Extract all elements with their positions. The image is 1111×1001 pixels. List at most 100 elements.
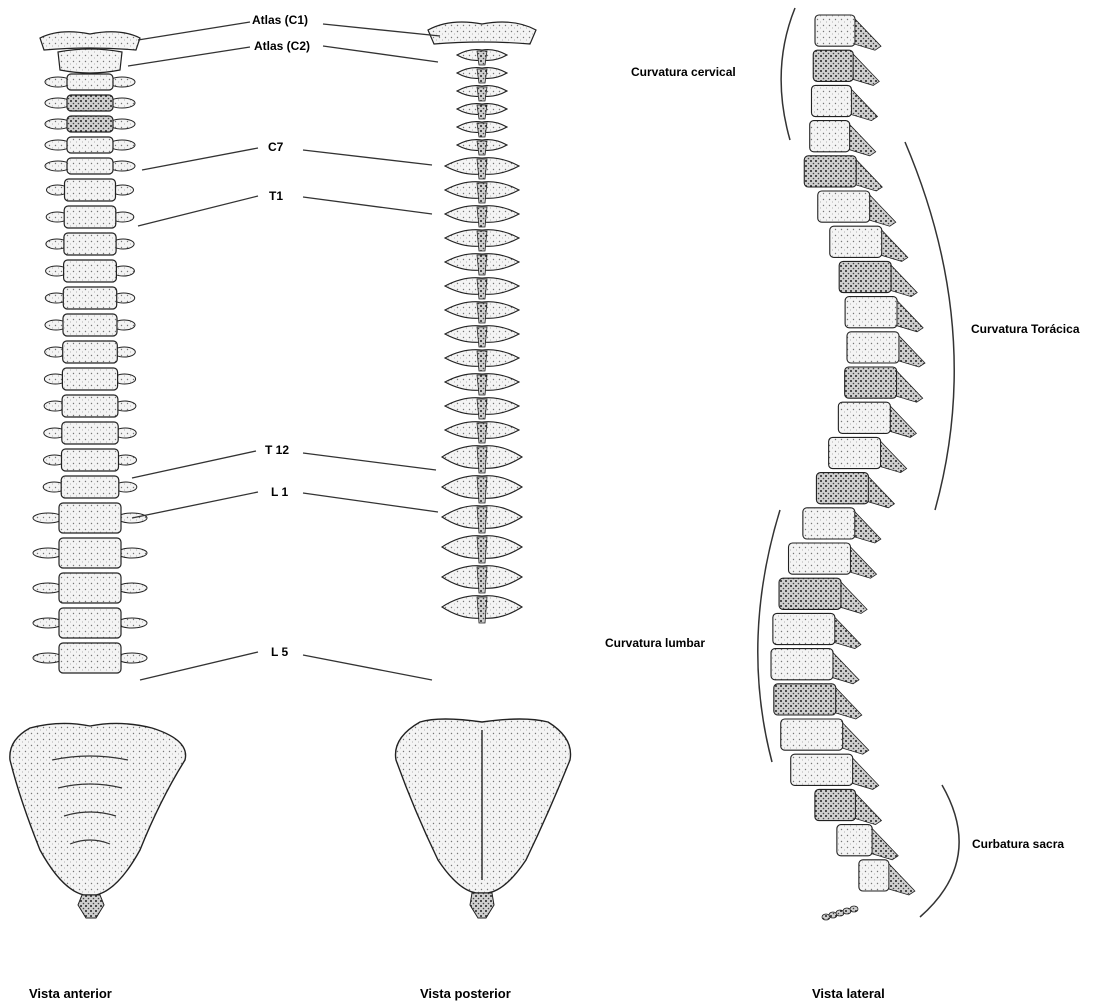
spinous-process [870,195,896,226]
leader-t1-posterior [303,197,432,214]
vertebral-body [62,368,117,390]
vertebral-body [64,260,117,282]
spinous-process [890,406,916,437]
label-t12: T 12 [265,443,289,457]
spinous-process [477,399,487,419]
vertebral-body [845,297,897,328]
vertebral-body [818,191,870,222]
spinous-process [477,183,487,203]
spinous-process [477,231,487,251]
spinous-process [868,477,894,508]
sacrum [396,719,571,893]
spinous-process [477,567,487,593]
posterior-spine-figure [396,22,571,918]
axis-vertebra [58,49,122,73]
coccyx [470,893,494,918]
sacrum [10,723,186,895]
vertebral-body [789,543,851,574]
spinous-process [889,864,915,895]
label-l1: L 1 [271,485,288,499]
vertebral-body [59,538,121,568]
anterior-spine-figure [10,32,186,918]
label-c7: C7 [268,140,283,154]
leader-t12-posterior [303,453,436,470]
spinous-process [477,87,487,101]
spinous-process [477,597,487,623]
spinous-process [477,537,487,563]
vertebral-body [839,261,891,292]
vertebral-body [59,643,121,673]
caption-vista-posterior: Vista posterior [420,986,511,1001]
spinous-process [477,105,487,119]
vertebral-body [64,206,116,228]
leader-l1-posterior [303,493,438,512]
leader-l5-posterior [303,655,432,680]
caption-vista-anterior: Vista anterior [29,986,112,1001]
spinous-process [477,507,487,533]
vertebral-body [845,367,897,398]
vertebral-body [810,121,850,152]
vertebral-body [61,476,119,498]
vertebral-body [859,860,889,891]
leader-atlas-c1-anterior [138,22,250,40]
spinous-process [477,447,487,473]
vertebral-body [803,508,855,539]
label-atlas-c1: Atlas (C1) [252,13,308,27]
vertebral-body [67,95,113,111]
vertebral-body [59,608,121,638]
vertebral-body [63,341,118,363]
spinous-process [477,51,487,65]
vertebral-body [829,437,881,468]
vertebral-body [830,226,882,257]
vertebral-body [773,613,835,644]
spinous-process [477,423,487,443]
vertebral-body [64,233,116,255]
vertebral-body [62,422,118,444]
vertebral-body [63,287,116,309]
spinous-process [851,89,877,120]
label-curvatura-toracica: Curvatura Torácica [971,322,1080,336]
spinous-process [477,123,487,137]
spinous-process [843,723,869,754]
vertebral-body [837,825,872,856]
leader-t12-anterior [132,451,256,478]
spinous-process [477,327,487,347]
vertebral-body [816,473,868,504]
leader-l5-anterior [140,652,258,680]
spinous-process [872,829,898,860]
spinous-process [477,375,487,395]
spinous-process [891,265,917,296]
vertebral-body [67,116,113,132]
caption-vista-lateral: Vista lateral [812,986,885,1001]
vertebral-body [804,156,856,187]
vertebral-body [774,684,836,715]
spinous-process [897,301,923,332]
label-l5: L 5 [271,645,288,659]
label-curbatura-sacra: Curbatura sacra [972,837,1064,851]
spinous-process [856,160,882,191]
vertebral-body [811,85,851,116]
spinous-process [882,230,908,261]
spinous-process [477,255,487,275]
label-t1: T1 [269,189,283,203]
vertebral-body [67,158,113,174]
vertebral-body [65,179,116,201]
spinous-process [897,371,923,402]
label-atlas-c2: Atlas (C2) [254,39,310,53]
spinous-process [477,141,487,155]
vertebral-body [62,449,119,471]
spinous-process [841,582,867,613]
leader-atlas-c2-anterior [128,47,250,66]
spinous-process [853,54,879,85]
coccygeal-segment [850,906,858,912]
atlas-vertebra [428,22,536,44]
vertebral-body [62,395,118,417]
vertebral-body [67,137,113,153]
vertebral-body [59,573,121,603]
vertebral-body [781,719,843,750]
vertebral-body [59,503,121,533]
spinous-process [477,351,487,371]
vertebral-body [847,332,899,363]
spinous-process [833,653,859,684]
